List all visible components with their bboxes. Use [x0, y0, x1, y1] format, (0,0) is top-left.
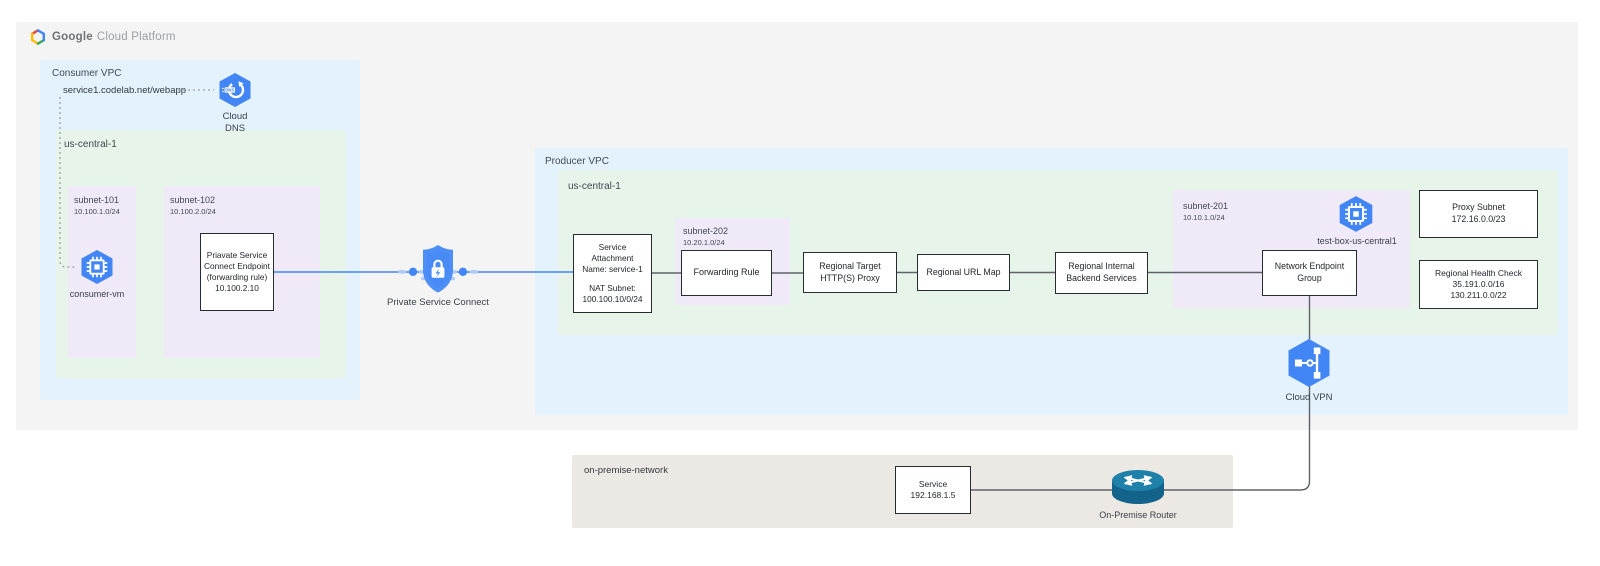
- subnet-101-name: subnet-101: [74, 195, 120, 205]
- cloud-dns-icon: DNS: [216, 71, 254, 109]
- subnet-201-name: subnet-201: [1183, 201, 1229, 211]
- cloud-vpn-icon: [1284, 336, 1334, 390]
- cloud-vpn-label: Cloud VPN: [1285, 392, 1333, 403]
- subnet-201-cidr: 10.10.1.0/24: [1183, 213, 1225, 222]
- subnet-202-name: subnet-202: [683, 226, 729, 236]
- forwarding-rule-label: Forwarding Rule: [693, 267, 760, 278]
- onprem-service-box: Service 192.168.1.5: [895, 466, 971, 514]
- consumer-vpc-label: Consumer VPC: [52, 68, 122, 79]
- consumer-vpc: Consumer VPC service1.codelab.net/webapp…: [40, 60, 360, 400]
- forwarding-rule-box: Forwarding Rule: [681, 250, 772, 296]
- consumer-vm-icon: [78, 248, 116, 286]
- subnet-102-name: subnet-102: [170, 195, 216, 205]
- proxy-subnet-title: Proxy Subnet: [1452, 202, 1505, 213]
- network-endpoint-group-label: Network Endpoint Group: [1274, 261, 1345, 283]
- psc-endpoint-line: 10.100.2.10: [215, 282, 259, 293]
- regional-url-map-label: Regional URL Map: [926, 266, 1001, 277]
- onprem-service-ip: 192.168.1.5: [910, 490, 956, 500]
- health-check-cidr: 35.191.0.0/16: [1452, 278, 1505, 289]
- onprem-service-title: Service: [918, 478, 948, 489]
- regional-backend-services-box: Regional Internal Backend Services: [1055, 252, 1148, 294]
- service-attachment-line: Service: [598, 241, 627, 252]
- brand-google: Google: [52, 31, 93, 43]
- consumer-vm-label: consumer-vm: [69, 289, 125, 299]
- service-attachment-line: 100.100.10/0/24: [582, 294, 643, 305]
- consumer-region-label: us-central-1: [64, 139, 117, 150]
- consumer-region: us-central-1 subnet-101 10.100.1.0/24 su…: [56, 130, 346, 378]
- psc-endpoint-line: Connect Endpoint: [204, 261, 270, 272]
- onprem-label: on-premise-network: [584, 465, 668, 476]
- subnet-102-cidr: 10.100.2.0/24: [170, 207, 216, 216]
- producer-region-label: us-central-1: [568, 181, 621, 192]
- health-check-cidr: 130.211.0.0/22: [1450, 290, 1507, 301]
- subnet-101-cidr: 10.100.1.0/24: [74, 207, 120, 216]
- svg-text:DNS: DNS: [225, 88, 234, 93]
- regional-backend-services-label: Regional Internal Backend Services: [1066, 261, 1137, 283]
- health-check-title: Regional Health Check: [1435, 267, 1522, 278]
- proxy-subnet-cidr: 172.16.0.0/23: [1451, 214, 1506, 224]
- regional-target-proxy-box: Regional Target HTTP(S) Proxy: [803, 252, 897, 293]
- onprem-router-icon: [1110, 468, 1166, 508]
- psc-endpoint-line: Priavate Service: [206, 250, 268, 261]
- psc-endpoint-box: Priavate Service Connect Endpoint (forwa…: [200, 233, 274, 311]
- service-attachment-line: Name: service-1: [582, 263, 643, 274]
- psc-endpoint-line: (forwarding rule): [206, 272, 268, 282]
- network-endpoint-group-box: Network Endpoint Group: [1262, 250, 1357, 296]
- regional-health-check-box: Regional Health Check 35.191.0.0/16 130.…: [1419, 260, 1538, 309]
- regional-target-proxy-label: Regional Target HTTP(S) Proxy: [819, 260, 881, 283]
- gcp-logo-icon: [30, 29, 46, 45]
- service-attachment-line: Attachment: [591, 252, 634, 263]
- service-attachment-line: NAT Subnet:: [589, 283, 636, 294]
- regional-url-map-box: Regional URL Map: [917, 254, 1010, 291]
- proxy-subnet-box: Proxy Subnet 172.16.0.0/23: [1419, 190, 1538, 238]
- brand-cloud-platform: Cloud Platform: [96, 31, 176, 43]
- test-box-vm-icon: [1336, 194, 1376, 234]
- service-attachment-box: Service Attachment Name: service-1 NAT S…: [573, 234, 652, 313]
- onprem-router-label: On-Premise Router: [1099, 510, 1177, 520]
- private-service-connect-icon: [396, 243, 480, 301]
- test-box-vm-label: test-box-us-central1: [1317, 236, 1397, 246]
- cloud-dns-label: Cloud DNS: [222, 111, 248, 134]
- subnet-202-cidr: 10.20.1.0/24: [683, 238, 725, 247]
- private-service-connect-label: Private Service Connect: [387, 297, 489, 308]
- dns-record-text: service1.codelab.net/webapp: [63, 85, 187, 96]
- gcp-logo: Google Cloud Platform: [30, 29, 176, 45]
- producer-vpc-label: Producer VPC: [545, 156, 609, 167]
